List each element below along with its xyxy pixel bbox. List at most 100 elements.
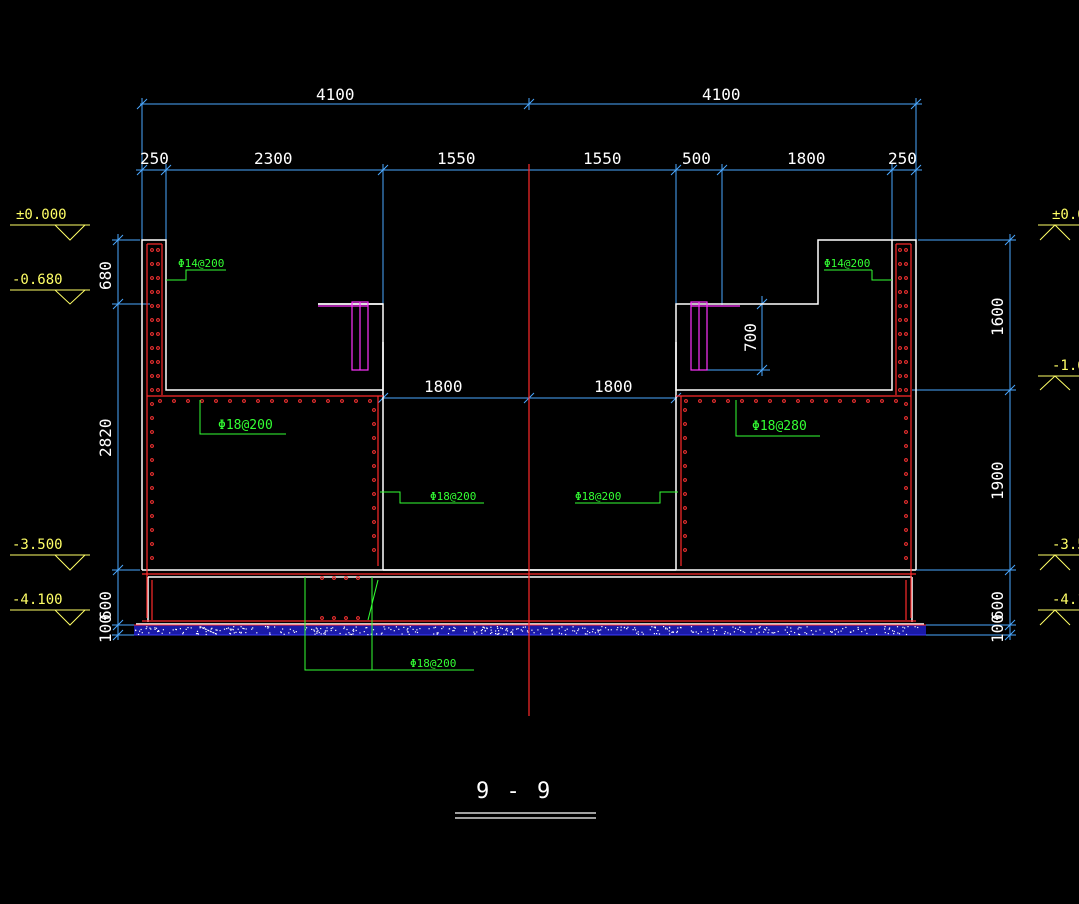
gravel-speck	[672, 631, 674, 633]
gravel-speck	[240, 631, 242, 633]
gravel-speck	[233, 626, 235, 628]
rebar-label-center-right: Φ18@200	[575, 490, 621, 503]
gravel-speck	[506, 628, 508, 630]
gravel-speck	[376, 633, 378, 635]
gravel-speck	[230, 629, 232, 631]
gravel-speck	[141, 632, 143, 634]
gravel-speck	[512, 633, 514, 635]
gravel-speck	[195, 633, 198, 635]
rebar-dot	[332, 576, 336, 580]
gravel-speck	[416, 629, 418, 631]
rebar-dot	[904, 528, 908, 532]
gravel-speck	[634, 627, 636, 629]
gravel-speck	[268, 626, 270, 628]
gravel-speck	[454, 627, 456, 629]
gravel-speck	[842, 628, 844, 630]
gravel-speck	[203, 627, 205, 629]
gravel-speck	[380, 633, 382, 635]
rebar-dot	[904, 304, 908, 308]
gravel-speck	[245, 628, 247, 630]
gravel-speck	[830, 630, 832, 633]
gravel-speck	[893, 630, 895, 633]
gravel-speck	[551, 630, 553, 632]
rebar-dot	[150, 360, 154, 364]
gravel-speck	[317, 630, 319, 632]
rebar-dot	[156, 374, 160, 378]
gravel-speck	[695, 631, 697, 633]
rebar-label-center-left: Φ18@200	[430, 490, 476, 503]
gravel-speck	[766, 627, 768, 629]
gravel-speck	[834, 633, 836, 635]
gravel-speck	[636, 632, 638, 634]
gravel-speck	[212, 631, 214, 634]
gravel-speck	[592, 628, 594, 630]
gravel-speck	[449, 628, 451, 630]
gravel-speck	[798, 633, 800, 635]
gravel-speck	[750, 631, 752, 633]
dim-left-2820: 2820	[96, 418, 115, 457]
rebar-dot	[372, 506, 376, 510]
gravel-speck	[158, 630, 160, 632]
gravel-speck	[434, 626, 437, 628]
gravel-speck	[794, 632, 796, 634]
gravel-speck	[598, 629, 600, 631]
rebar-dot	[683, 464, 687, 468]
rebar-dot	[904, 402, 908, 406]
gravel-speck	[653, 633, 655, 635]
gravel-speck	[264, 626, 267, 628]
gravel-speck	[491, 631, 493, 634]
gravel-speck	[383, 626, 385, 628]
rebar-dot	[683, 450, 687, 454]
gravel-speck	[642, 633, 644, 635]
gravel-speck	[566, 628, 568, 630]
gravel-speck	[353, 630, 355, 632]
gravel-speck	[690, 630, 692, 632]
gravel-speck	[713, 627, 715, 629]
rebar-dot	[298, 399, 302, 403]
gravel-speck	[777, 630, 779, 633]
rebar-dot	[683, 520, 687, 524]
rebar-dot	[372, 408, 376, 412]
gravel-speck	[521, 630, 524, 632]
gravel-speck	[256, 632, 258, 634]
gravel-speck	[917, 626, 919, 629]
rebar-dot	[372, 548, 376, 552]
gravel-speck	[857, 626, 859, 629]
gravel-speck	[798, 626, 800, 628]
gravel-speck	[208, 630, 210, 632]
gravel-speck	[235, 631, 237, 633]
gravel-speck	[242, 627, 244, 629]
rebar-dot	[904, 542, 908, 546]
gravel-speck	[202, 627, 204, 629]
gravel-speck	[154, 628, 156, 630]
rebar-dot	[898, 360, 902, 364]
gravel-speck	[148, 632, 150, 634]
gravel-speck	[315, 627, 317, 629]
dim-top-left: 4100	[316, 85, 355, 104]
gravel-speck	[558, 628, 560, 630]
gravel-speck	[620, 629, 622, 631]
gravel-speck	[759, 626, 761, 628]
gravel-speck	[700, 631, 702, 633]
gravel-speck	[649, 629, 651, 631]
gravel-speck	[359, 632, 361, 634]
gravel-speck	[594, 632, 596, 634]
gravel-speck	[884, 628, 886, 630]
level-right-3: -4.1	[1052, 592, 1079, 608]
gravel-speck	[810, 630, 812, 632]
gravel-speck	[850, 631, 852, 633]
rebar-dot	[904, 388, 908, 392]
gravel-speck	[668, 626, 671, 628]
gravel-speck	[522, 626, 524, 628]
gravel-speck	[574, 630, 576, 632]
dim-inner-right: 1800	[594, 377, 633, 396]
gravel-speck	[837, 631, 839, 633]
gravel-speck	[289, 628, 291, 630]
gravel-speck	[490, 626, 492, 628]
gravel-speck	[768, 629, 770, 631]
rebar-dot	[150, 486, 154, 490]
rebar-dot	[172, 399, 176, 403]
gravel-speck	[605, 627, 607, 629]
gravel-speck	[834, 629, 836, 631]
gravel-speck	[233, 632, 235, 634]
